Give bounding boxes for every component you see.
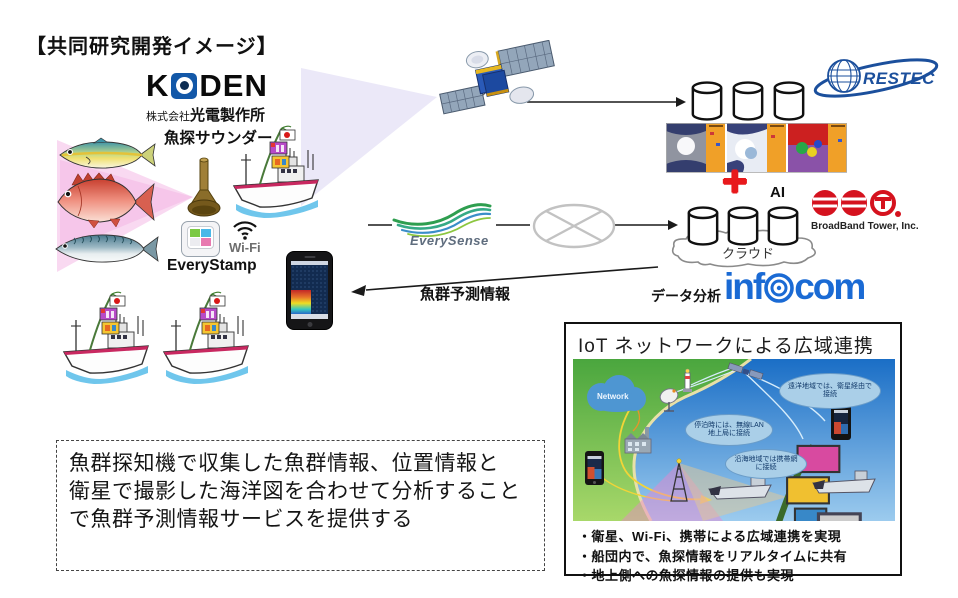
satellite-imagery-strip — [666, 123, 847, 173]
ground-dish-antenna — [659, 388, 679, 412]
wifi-icon — [233, 221, 257, 240]
product-label-fishfinder-sounder: 魚探サウンダー — [164, 130, 273, 147]
koden-o-icon — [171, 72, 198, 99]
flow-arrows — [365, 101, 676, 291]
factory — [624, 427, 652, 454]
plus-sign: + — [722, 157, 748, 206]
arrowhead-right-top — [676, 97, 686, 107]
arrowhead-left-diagonal — [351, 285, 366, 296]
iot-bullet-1: ・衛星、Wi-Fi、携帯による広域連携を実現 — [578, 529, 842, 544]
koden-wordmark: K DEN — [146, 70, 268, 101]
infocom-o-icon — [764, 272, 795, 303]
restec-wordmark: RESTEC — [863, 69, 935, 88]
restec-logo: RESTEC — [813, 58, 939, 98]
network-label: Network — [597, 392, 629, 401]
db-cylinder-satellite-1 — [690, 79, 724, 123]
description-line-1: 魚群探知機で収集した魚群情報、位置情報と — [69, 452, 499, 475]
antenna-tower — [670, 458, 688, 502]
broadband-tower-name: BroadBand Tower, Inc. — [811, 221, 919, 232]
cloud-label: クラウド — [722, 246, 775, 261]
phone-home-button — [307, 322, 312, 327]
iot-bullet-2: ・船団内で、魚探情報をリアルタイムに共有 — [578, 548, 848, 564]
wifi-label: Wi-Fi — [229, 240, 261, 255]
iot-bullet-list: ・衛星、Wi-Fi、携帯による広域連携を実現 ・船団内で、魚探情報をリアルタイム… — [578, 527, 847, 586]
db-cylinder-satellite-2 — [731, 79, 765, 123]
fish-mackerel — [55, 234, 159, 263]
observation-satellite — [439, 40, 555, 115]
arrowhead-right-mid — [668, 220, 678, 230]
broadband-tower-logo: BroadBand Tower, Inc. — [811, 190, 919, 232]
imagery-tile-1 — [666, 123, 725, 172]
fishfinder-screen — [291, 261, 328, 319]
transducer — [187, 157, 221, 217]
everysense-wordmark: EverySense — [410, 233, 489, 248]
shore-smartphone — [585, 451, 604, 485]
network-cloud — [587, 375, 646, 412]
fishing-boat — [230, 124, 322, 220]
iot-illustration: Network 遠洋地域では、衛星経由で接続 停泊時には、無線LAN地上局に接続… — [573, 357, 895, 521]
db-cylinder-satellite-3 — [772, 79, 806, 123]
lighthouse — [683, 368, 692, 392]
satellite-beam — [301, 68, 437, 206]
prediction-info-label: 魚群予測情報 — [420, 286, 511, 303]
right-vessel — [812, 470, 876, 494]
imagery-tile-2 — [727, 123, 786, 172]
koden-letters-den: DEN — [199, 68, 268, 103]
speech-bubble-anchored: 停泊時には、無線LAN地上局に接続 — [685, 414, 773, 446]
page-title: 【共同研究開発イメージ】 — [26, 36, 278, 58]
infocom-logo: inf com — [724, 266, 866, 307]
description-line-2: 衛星で撮影した海洋図を合わせて分析すること — [69, 479, 521, 503]
imagery-tile-3 — [788, 123, 847, 172]
iot-bullet-3: ・地上側への魚探情報の提供も実現 — [578, 568, 795, 583]
description-line-3: で魚群予測情報サービスを提供する — [69, 507, 413, 531]
db-cylinder-cloud-1 — [686, 202, 720, 250]
fleet-boat-2 — [160, 288, 252, 388]
everysense-logo: EverySense — [392, 203, 492, 248]
infocom-part2: com — [794, 266, 866, 307]
sonar-echo-display — [291, 290, 311, 314]
network-node-icon — [532, 203, 616, 249]
ai-label: AI — [770, 184, 785, 201]
fish-red-seabream — [57, 172, 155, 229]
fish-jack-mackerel — [59, 137, 156, 169]
smartphone-fishfinder — [286, 251, 333, 330]
data-analysis-label: データ分析 — [651, 288, 721, 304]
speech-bubble-coastal: 沿海地域では携帯網に接続 — [725, 449, 807, 479]
speech-bubble-offshore: 遠洋地域では、衛星経由で接続 — [779, 373, 881, 409]
koden-company-prefix: 株式会社 — [146, 111, 190, 123]
infocom-part1: inf — [724, 266, 765, 307]
koden-company-name: 光電製作所 — [190, 107, 266, 124]
koden-letter-k: K — [146, 68, 170, 103]
description-box: 魚群探知機で収集した魚群情報、位置情報と 衛星で撮影した海洋図を合わせて分析する… — [56, 440, 545, 571]
iot-box-title: IoT ネットワークによる広域連携 — [578, 336, 874, 357]
everystamp-device — [181, 221, 220, 257]
iot-satellite — [727, 362, 764, 380]
fleet-boat-1 — [60, 288, 152, 388]
vessel-smartphone — [831, 405, 851, 440]
koden-logo: K DEN 株式会社光電製作所 — [146, 70, 268, 125]
everystamp-label: EveryStamp — [167, 257, 257, 274]
iot-network-box: IoT ネットワークによる広域連携 — [564, 322, 902, 576]
